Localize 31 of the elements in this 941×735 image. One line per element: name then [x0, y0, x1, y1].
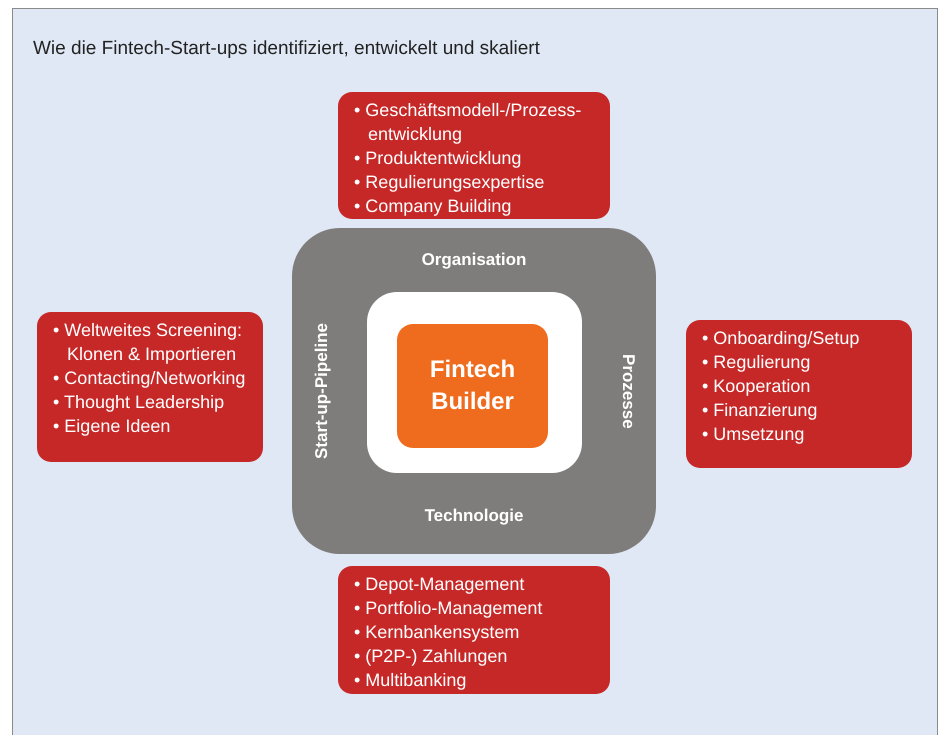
bullet-item: • Depot-Management [354, 573, 526, 596]
bullet-item: • Produktentwicklung [354, 147, 522, 170]
dimension-label: Start-up-Pipeline [312, 322, 332, 462]
bullet-item: • Thought Leadership [53, 391, 226, 414]
bullet-item: • Regulierungsexpertise [354, 171, 546, 194]
bullet-item: • Onboarding/Setup [702, 327, 860, 350]
core-label: Fintech Builder [428, 355, 516, 417]
bullet-item: • Finanzierung [702, 399, 818, 422]
inner-square [367, 292, 582, 473]
framework-square [292, 228, 656, 554]
diagram-title: Wie die Fintech-Start-ups identifiziert, entwickelt und skaliert [33, 38, 540, 60]
bullet-item: • Portfolio-Management [354, 597, 544, 620]
bullet-item: • (P2P-) Zahlungen [354, 645, 508, 668]
bullet-item: • Contacting/Networking [53, 367, 246, 390]
bullet-item: • Geschäftsmodell-/Prozess-entwicklung [354, 99, 582, 146]
bullet-item: • Multibanking [354, 669, 468, 692]
bullet-item: • Kernbankensystem [354, 621, 520, 644]
info-box [338, 92, 610, 219]
bullet-item: • Kooperation [702, 375, 812, 398]
bullet-item: • Eigene Ideen [53, 415, 172, 438]
info-box [338, 566, 610, 694]
info-box [686, 320, 912, 468]
dimension-label: Organisation [420, 250, 528, 270]
bullet-item: • Weltweites Screening: Klonen & Importieren [53, 319, 244, 366]
bullet-item: • Company Building [354, 195, 512, 218]
bullet-item: • Regulierung [702, 351, 812, 374]
info-box [37, 312, 263, 462]
dimension-label: Prozesse [618, 352, 638, 430]
bullet-item: • Umsetzung [702, 423, 806, 446]
core-box [397, 324, 548, 448]
dimension-label: Technologie [424, 506, 524, 526]
